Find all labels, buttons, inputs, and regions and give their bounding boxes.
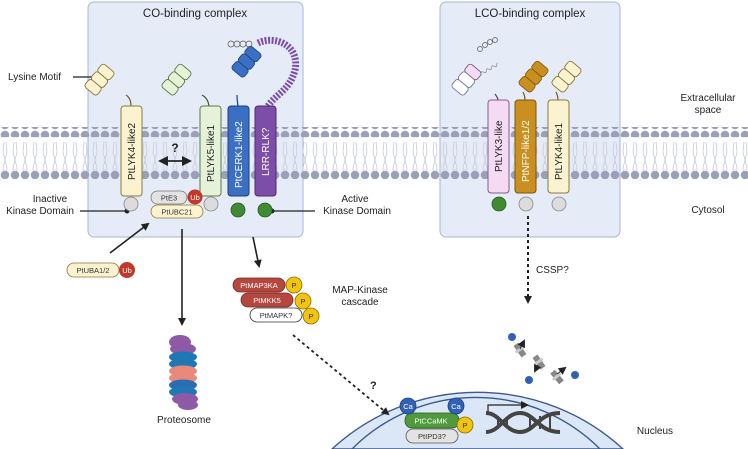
calcium-ion [508, 333, 516, 341]
receptor-ptlyk4-like1: PtLYK4-like1 [547, 60, 582, 212]
calcium-badge: Ca [447, 397, 465, 415]
svg-text:PtIPD3?: PtIPD3? [418, 432, 446, 441]
inactive-kinase-domain [518, 196, 534, 212]
mapk-cascade-label-1: MAP-Kinase [332, 285, 388, 296]
svg-text:PtMAPK?: PtMAPK? [260, 311, 293, 320]
receptor-ptlyk5-like1: PtLYK5-like1 [161, 63, 222, 212]
co-complex-title: CO-binding complex [143, 8, 247, 20]
inactive-kinase-label-2: Kinase Domain [6, 206, 74, 217]
svg-text:LRR-RLK?: LRR-RLK? [261, 127, 272, 176]
inactive-kinase-domain [123, 196, 139, 212]
interaction-question-label: ? [171, 141, 178, 155]
calcium-channels [513, 339, 567, 385]
dna-icon [485, 410, 561, 435]
ubiquitin-badge: Ub [119, 262, 135, 278]
svg-text:Ca: Ca [403, 402, 413, 411]
active-kinase-domain [491, 196, 507, 212]
lysine-motif-label: Lysine Motif [8, 72, 61, 83]
svg-text:PtCCaMK: PtCCaMK [414, 417, 447, 426]
svg-text:PtMAP3KA: PtMAP3KA [240, 281, 278, 290]
receptor-ptnfp-like: PtNFP-like1/2 [514, 60, 549, 212]
phospho-badge: P [294, 292, 312, 310]
proteasome-icon [169, 335, 198, 410]
phospho-badge: P [285, 276, 303, 294]
mapk-cascade-label-2: cascade [341, 297, 379, 308]
calcium-ion [525, 376, 533, 384]
ptmkk5-protein: PtMKK5 [240, 292, 294, 308]
svg-text:P: P [462, 421, 467, 430]
svg-text:Ub: Ub [122, 266, 132, 275]
calcium-badge: Ca [399, 397, 417, 415]
ptipd3-protein: PtIPD3? [405, 428, 459, 444]
receptor-ptlyk4-like2: PtLYK4-like2 [84, 63, 143, 212]
svg-text:PtE3: PtE3 [161, 194, 177, 203]
ptccamk-protein: PtCCaMK [404, 412, 460, 429]
svg-text:PtUBA1/2: PtUBA1/2 [77, 266, 110, 275]
svg-text:PtLYK5-like1: PtLYK5-like1 [206, 124, 217, 182]
extracellular-label-2: space [695, 105, 722, 116]
svg-text:PtLYK4-like2: PtLYK4-like2 [127, 122, 138, 180]
transcription-arrow [487, 401, 529, 414]
lco-complex-title: LCO-binding complex [475, 8, 586, 20]
chitin-oligomer-ligand [227, 40, 253, 48]
svg-text:Ub: Ub [190, 193, 200, 202]
receptor-ptcerk1-like2: PtCERK1-like2 [227, 45, 262, 218]
calcium-ion [571, 371, 579, 379]
nucleus [330, 391, 625, 449]
active-kinase-label-2: Kinase Domain [323, 206, 391, 217]
proteasome-label: Proteosome [157, 415, 211, 426]
ptuba-protein: PtUBA1/2 [66, 262, 120, 278]
ptubc21-protein: PtUBC21 [150, 204, 204, 219]
svg-text:Ca: Ca [451, 402, 461, 411]
mapk-to-nucleus-arrow [292, 334, 390, 416]
cssp-label: CSSP? [536, 265, 569, 276]
nucleus-label: Nucleus [637, 426, 673, 437]
svg-text:P: P [300, 297, 305, 306]
svg-text:PtLYK4-like1: PtLYK4-like1 [554, 122, 565, 180]
svg-text:PtCERK1-like2: PtCERK1-like2 [234, 121, 245, 188]
svg-text:P: P [308, 312, 313, 321]
svg-text:PtMKK5: PtMKK5 [253, 296, 281, 305]
ptmap3ka-protein: PtMAP3KA [232, 277, 286, 293]
svg-text:P: P [291, 281, 296, 290]
receptor-lrr-rlk: LRR-RLK? [254, 36, 300, 218]
svg-text:PtNFP-like1/2: PtNFP-like1/2 [521, 120, 532, 182]
to-mapk-arrow [252, 236, 262, 268]
lco-ligand [477, 37, 498, 76]
mapk-nucleus-question: ? [370, 380, 377, 392]
active-kinase-label-1: Active [341, 194, 369, 205]
ptmapk-protein: PtMAPK? [249, 307, 303, 323]
phospho-badge: P [302, 307, 320, 325]
inactive-kinase-domain [551, 196, 567, 212]
active-kinase-domain [257, 202, 273, 218]
active-kinase-domain [230, 202, 246, 218]
uba-to-ubc21-arrow [109, 222, 150, 254]
inactive-kinase-label-1: Inactive [33, 194, 68, 205]
plasma-membrane [0, 127, 748, 179]
cytosol-label: Cytosol [691, 205, 724, 216]
pte3-protein: PtE3 [150, 190, 188, 205]
phospho-badge: P [456, 416, 474, 434]
svg-text:PtUBC21: PtUBC21 [161, 208, 192, 217]
receptor-ptlyk3-like: PtLYK3-like [451, 63, 510, 212]
ubiquitin-badge: Ub [187, 189, 203, 205]
extracellular-label-1: Extracellular [680, 93, 736, 104]
svg-text:PtLYK3-like: PtLYK3-like [494, 120, 505, 172]
inactive-kinase-domain [203, 196, 219, 212]
